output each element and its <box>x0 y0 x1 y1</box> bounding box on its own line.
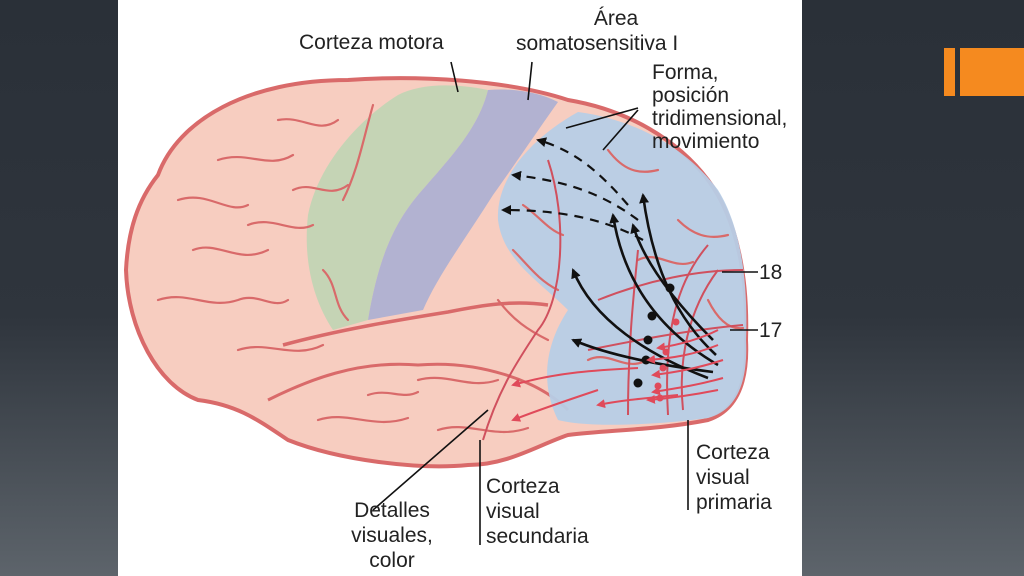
label-area-17: 17 <box>759 319 783 342</box>
label-motor-cortex: Corteza motora <box>299 31 444 54</box>
label-secondary-line2: visual <box>486 500 540 523</box>
brain-diagram: Corteza motora Área somatosensitiva I Fo… <box>118 0 802 576</box>
motor-cortex-area <box>306 85 488 330</box>
label-details-line2: visuales, <box>351 524 433 547</box>
somatosensory-area <box>368 89 558 320</box>
label-form-line3: tridimensional, <box>652 107 788 130</box>
label-secondary-line3: secundaria <box>486 525 589 548</box>
dashed-pathway-arrows <box>501 137 644 241</box>
label-details-line3: color <box>369 549 415 572</box>
accent-bar-small <box>944 48 955 96</box>
label-area-18: 18 <box>759 261 783 284</box>
label-primary-line2: visual <box>696 466 750 489</box>
label-somatosensory-line1: Área <box>593 7 639 30</box>
accent-bar-large <box>960 48 1024 96</box>
label-leader-lines <box>372 61 758 545</box>
primary-visual-arrows <box>511 329 724 422</box>
brain-illustration <box>123 61 758 545</box>
label-primary-line3: primaria <box>696 491 772 514</box>
label-details-line1: Detalles <box>354 499 430 522</box>
label-primary-line1: Corteza <box>696 441 770 464</box>
label-secondary-line1: Corteza <box>486 475 560 498</box>
label-form-line2: posición <box>652 84 730 107</box>
label-somatosensory: Área <box>516 6 716 31</box>
label-somatosensory-line2: somatosensitiva I <box>516 32 679 55</box>
label-form-line1: Forma, <box>652 61 719 84</box>
label-form-line4: movimiento <box>652 130 760 153</box>
